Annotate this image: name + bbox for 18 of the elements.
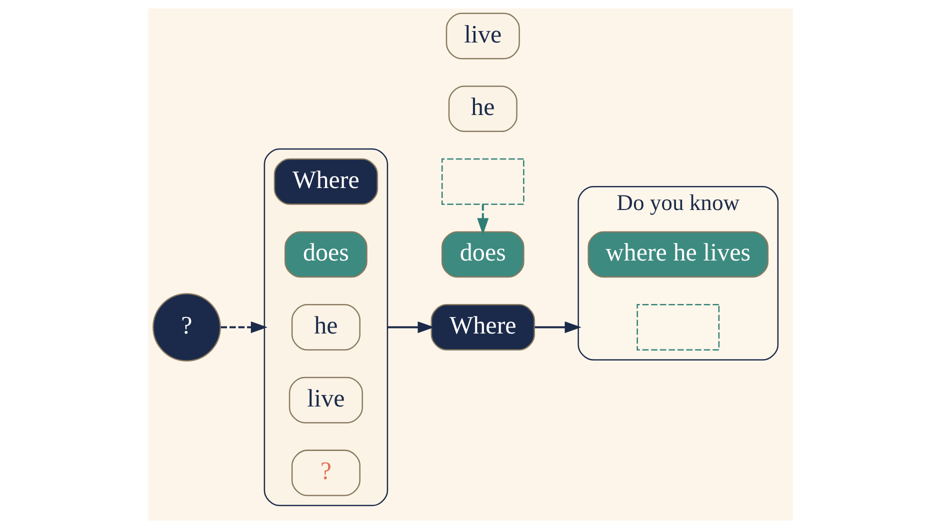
arrow — [220, 321, 267, 334]
node-box: Where — [430, 304, 534, 350]
node-box: does — [440, 231, 524, 278]
node-box — [636, 304, 720, 350]
node-box: Where — [273, 158, 378, 205]
node-box: he — [290, 304, 360, 350]
node-box: ? — [290, 450, 360, 496]
arrow — [386, 321, 434, 334]
node-box — [440, 158, 524, 205]
arrow — [534, 321, 581, 334]
node-box: does — [284, 231, 367, 278]
node-box: where he lives — [587, 231, 768, 278]
node-box: live — [288, 376, 362, 424]
node-box: live — [445, 12, 520, 60]
cluster — [263, 148, 388, 506]
node-box: he — [448, 86, 517, 132]
arrow — [476, 204, 488, 235]
node-circle: ? — [152, 293, 220, 362]
